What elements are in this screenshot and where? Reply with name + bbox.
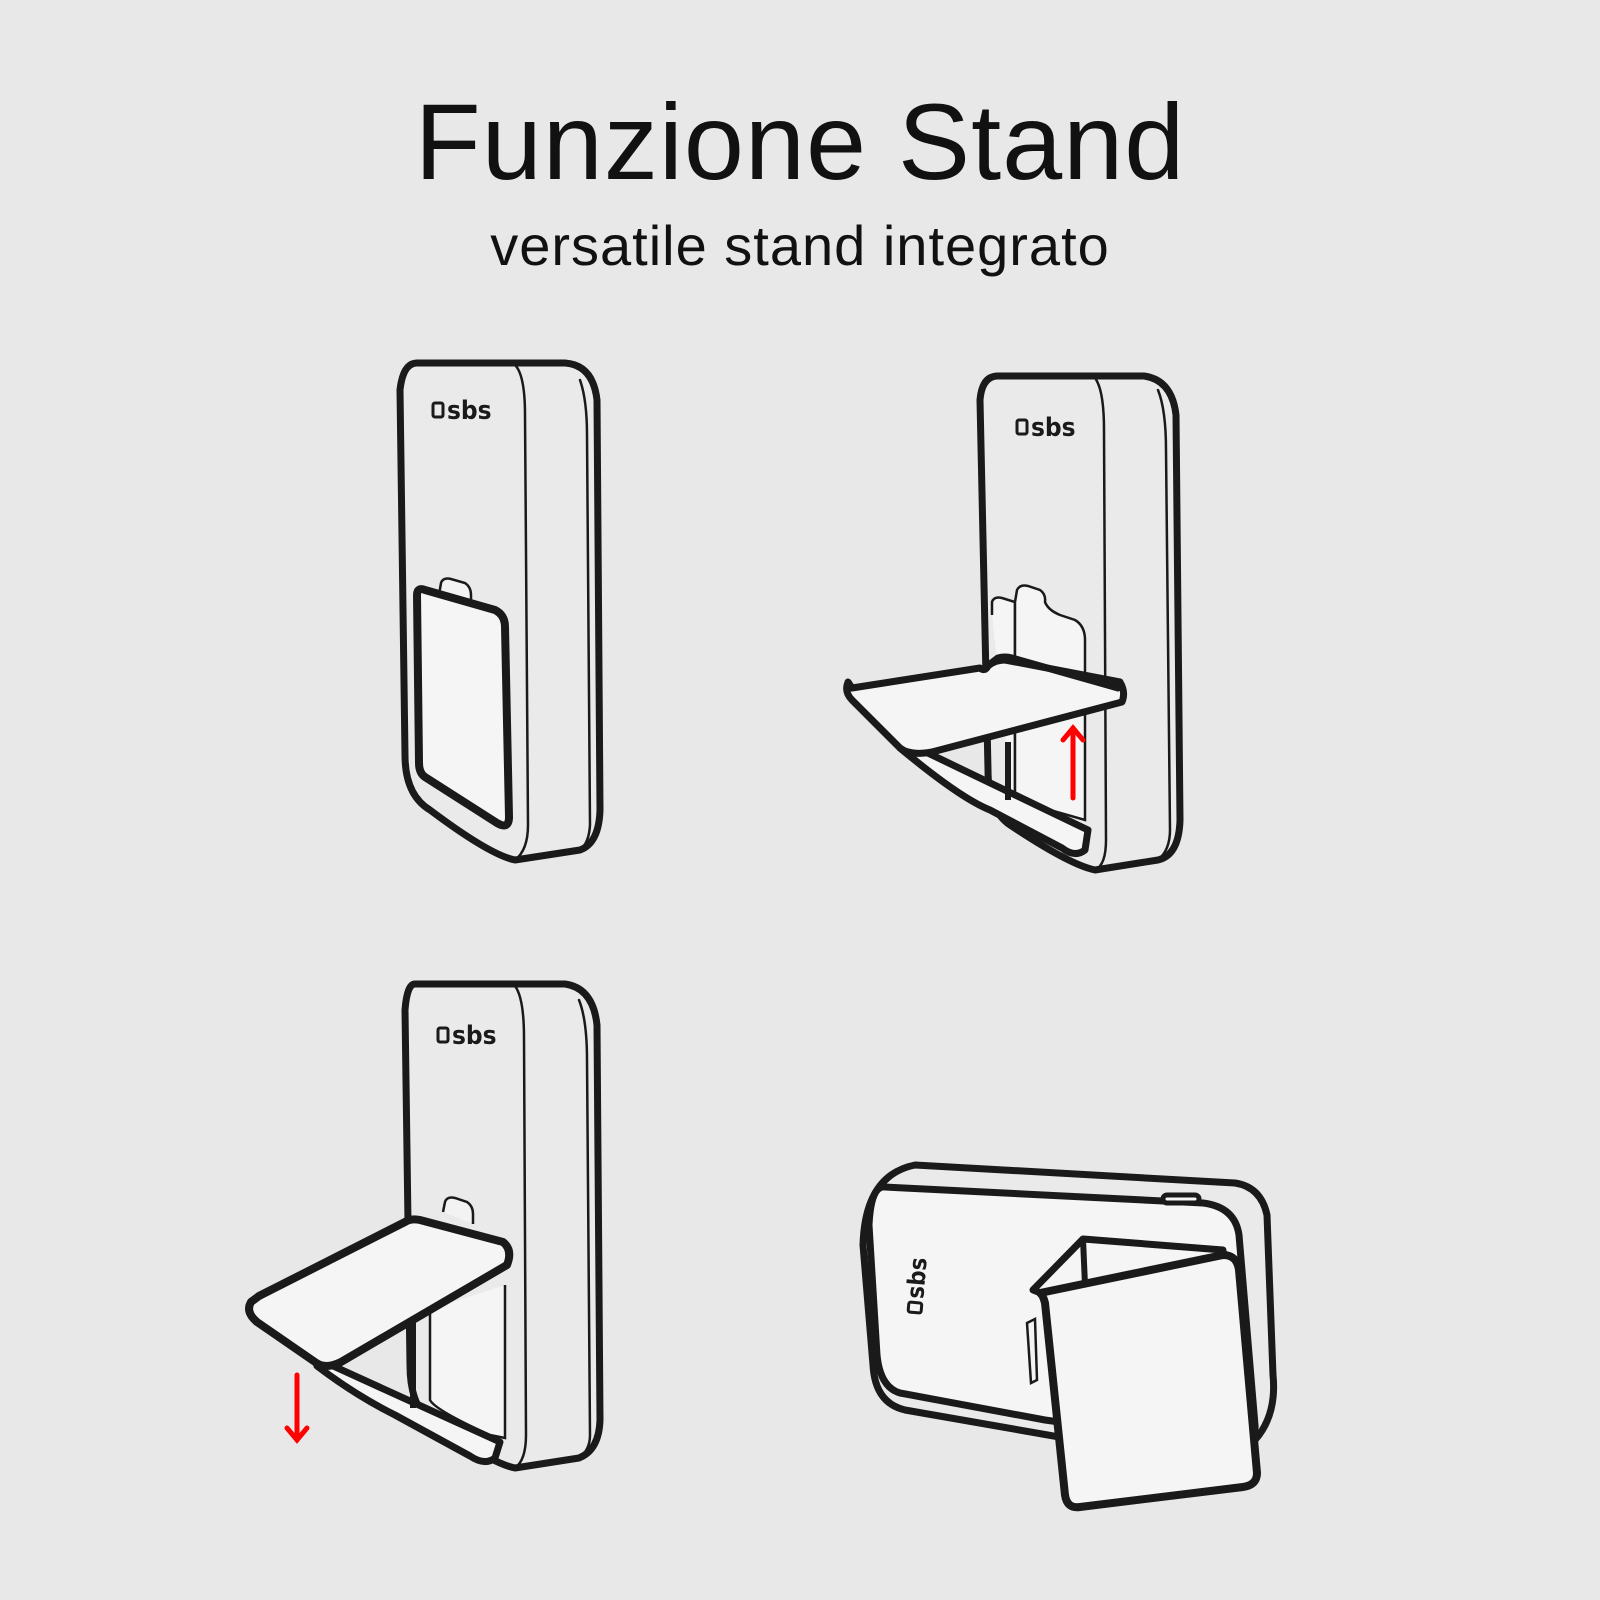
arrow-down-icon	[284, 1372, 310, 1444]
page-subtitle: versatile stand integrato	[490, 214, 1110, 277]
stand-panel-open	[245, 1215, 514, 1370]
sbs-logo-icon: sbs	[1015, 413, 1076, 443]
illustration-step-3-stand-push-down: sbs	[245, 980, 604, 1472]
illustration-step-4-landscape-standing: sbs	[859, 1161, 1278, 1512]
svg-text:sbs: sbs	[452, 1021, 497, 1051]
illustration-step-2-stand-lift: sbs	[843, 372, 1184, 874]
stand-panel-open	[843, 656, 1128, 757]
page-title: Funzione Stand	[414, 81, 1186, 202]
svg-text:sbs: sbs	[447, 396, 492, 426]
arrow-up-icon	[1060, 724, 1086, 801]
svg-text:sbs: sbs	[901, 1256, 932, 1299]
stand-panel-closed	[413, 585, 513, 830]
sbs-logo-icon: sbs	[436, 1021, 497, 1051]
svg-text:sbs: sbs	[1031, 413, 1076, 443]
illustration-step-1-stand-closed: sbs	[396, 359, 604, 864]
stand-panel-open	[1036, 1251, 1261, 1512]
sbs-logo-icon: sbs	[431, 396, 492, 426]
sbs-logo-icon: sbs	[901, 1256, 933, 1315]
